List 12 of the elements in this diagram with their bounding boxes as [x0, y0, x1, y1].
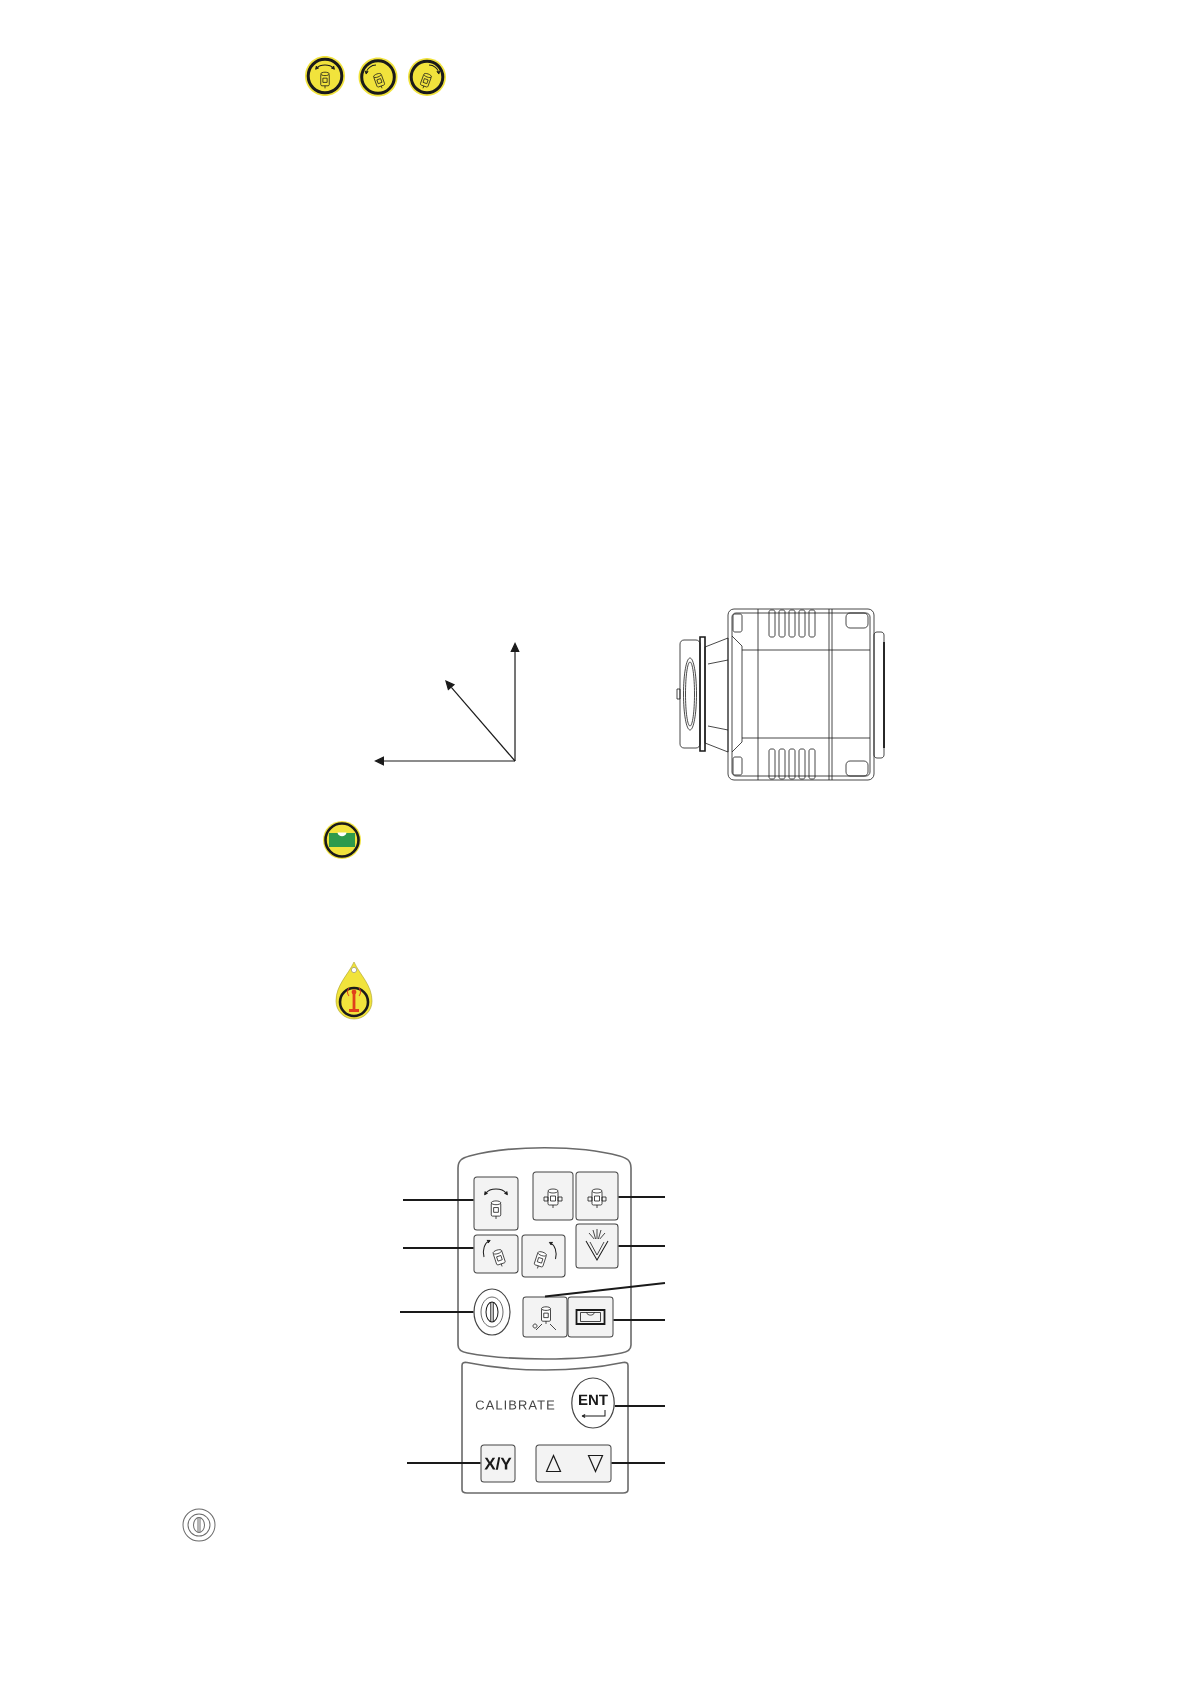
leader-line — [612, 1319, 666, 1321]
leader-line — [617, 1245, 666, 1247]
enter-button: ENT — [571, 1377, 615, 1429]
leader-line — [544, 1282, 666, 1298]
leader-line — [406, 1462, 482, 1464]
leader-line — [402, 1247, 475, 1249]
leader-line — [617, 1196, 666, 1198]
leader-line — [399, 1311, 475, 1313]
keypad-button: X/Y — [480, 1444, 516, 1483]
leader-line — [610, 1462, 666, 1464]
leader-line — [402, 1199, 475, 1201]
leader-line — [613, 1405, 666, 1407]
